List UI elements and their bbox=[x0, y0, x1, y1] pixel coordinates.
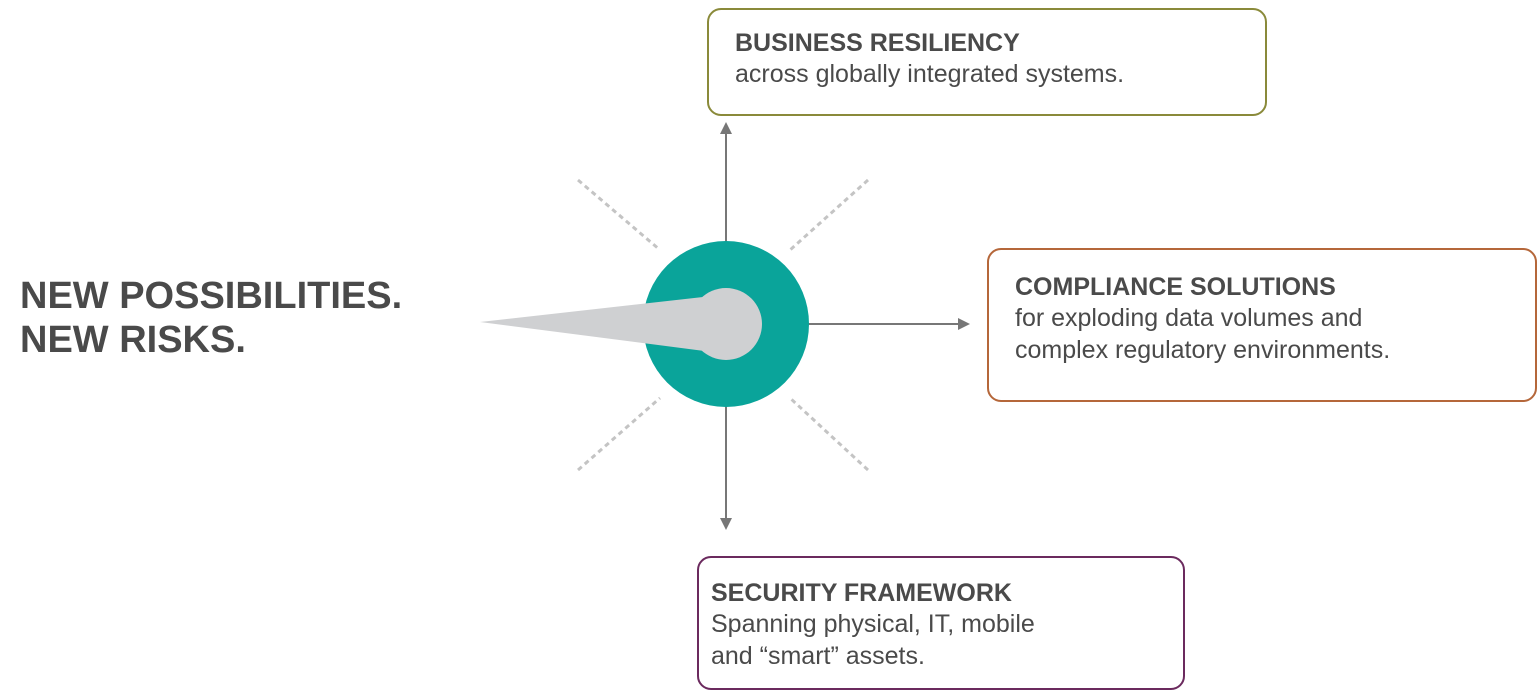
security-framework-title: SECURITY FRAMEWORK bbox=[711, 579, 1012, 607]
compliance-solutions-text-2: complex regulatory environments. bbox=[1015, 336, 1391, 364]
security-framework-text-2: and “smart” assets. bbox=[711, 642, 925, 670]
headline-line-1: NEW POSSIBILITIES. bbox=[20, 275, 403, 317]
business-resiliency-text-1: across globally integrated systems. bbox=[735, 60, 1125, 88]
business-resiliency-title: BUSINESS RESILIENCY bbox=[735, 29, 1020, 57]
business-resiliency-box: BUSINESS RESILIENCY across globally inte… bbox=[707, 8, 1267, 116]
headline: NEW POSSIBILITIES. NEW RISKS. bbox=[20, 274, 402, 362]
spoke-top-right bbox=[788, 178, 870, 252]
compliance-solutions-title: COMPLIANCE SOLUTIONS bbox=[1015, 273, 1336, 301]
security-framework-text-1: Spanning physical, IT, mobile bbox=[711, 610, 1035, 638]
arrow-down-head bbox=[720, 518, 732, 530]
spoke-bottom-right bbox=[788, 396, 870, 472]
compliance-solutions-box: COMPLIANCE SOLUTIONS for exploding data … bbox=[987, 248, 1537, 402]
spoke-bottom-left bbox=[577, 396, 661, 472]
headline-line-2: NEW RISKS. bbox=[20, 319, 246, 361]
spoke-top-left bbox=[577, 178, 661, 252]
compliance-solutions-text-1: for exploding data volumes and bbox=[1015, 304, 1363, 332]
needle-pointer-icon bbox=[480, 296, 712, 352]
security-framework-box: SECURITY FRAMEWORK Spanning physical, IT… bbox=[697, 556, 1185, 690]
hub-center-icon bbox=[690, 288, 762, 360]
arrow-up-head bbox=[720, 122, 732, 134]
arrow-right-head bbox=[958, 318, 970, 330]
